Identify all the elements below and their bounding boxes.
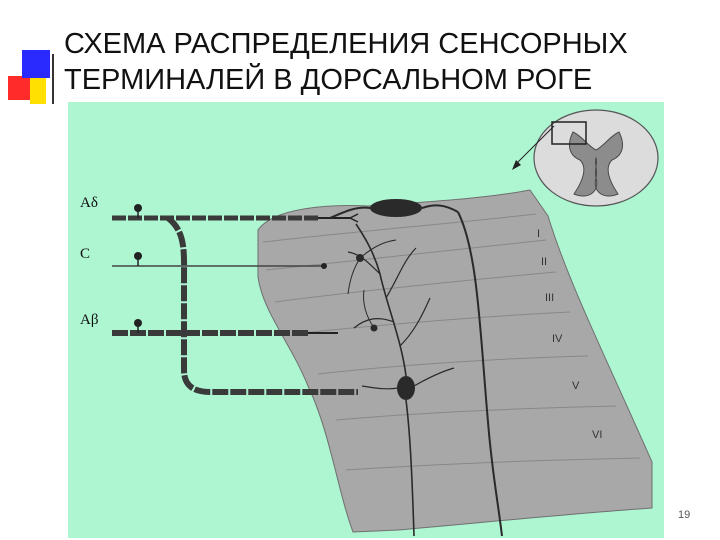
fiber-a-delta-soma (134, 204, 142, 212)
lamina-label-5: V (572, 380, 580, 392)
dorsal-horn-diagram (68, 102, 664, 538)
slide-title: СХЕМА РАСПРЕДЕЛЕНИЯ СЕНСОРНЫХ ТЕРМИНАЛЕЙ… (64, 26, 684, 98)
slide-title-line-2: ТЕРМИНАЛЕЙ В ДОРСАЛЬНОМ РОГЕ (64, 64, 593, 96)
fiber-a-beta-soma (134, 319, 142, 327)
fiber-collateral-descending (166, 215, 358, 395)
dorsal-horn-figure (68, 102, 664, 538)
lamina-boundary-5 (317, 355, 589, 375)
lamina-boundary-3 (274, 271, 557, 303)
fiber-label-a-beta: Aβ (80, 312, 99, 328)
fiber-label-a-delta: Aδ (80, 195, 98, 211)
decoration-yellow-square (30, 78, 46, 104)
lamina-boundary-7 (345, 457, 641, 471)
slide-title-line-1: СХЕМА РАСПРЕДЕЛЕНИЯ СЕНСОРНЫХ (64, 28, 628, 60)
fiber-c-soma (134, 252, 142, 260)
fiber-c-ending (321, 263, 327, 269)
lamina-label-6: VI (592, 429, 603, 441)
page-number: 19 (678, 509, 691, 521)
decoration-blue-square (22, 50, 50, 78)
lamina-label-2: II (541, 256, 548, 268)
lamina-label-4: IV (552, 333, 563, 345)
lamina-five-neuron (347, 223, 455, 537)
lamina-two-interneurons (347, 239, 397, 332)
lamina-boundary-1 (262, 213, 537, 243)
lamina-one-neuron (329, 199, 503, 537)
fiber-label-c: C (80, 246, 91, 262)
fiber-a-delta-ending (349, 213, 359, 223)
decoration-vertical-line (52, 54, 54, 104)
lamina-boundary-6 (335, 405, 617, 421)
lamina-label-3: III (545, 292, 555, 304)
spinal-cord-inset (512, 109, 659, 207)
lamina-label-1: I (537, 228, 541, 240)
lamina-boundary-4 (291, 311, 571, 335)
